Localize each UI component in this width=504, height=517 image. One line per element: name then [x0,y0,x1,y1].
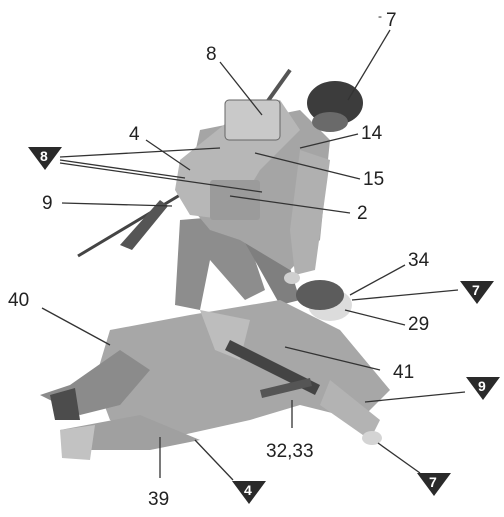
callout-39: 39 [148,489,169,510]
callout-40: 40 [8,290,29,311]
callout-32-33: 32,33 [266,441,314,462]
callout-7-top: 7 [386,10,397,31]
marker-triangle-7-bottom: 7 [417,473,451,496]
marker-4-label: 4 [244,482,252,498]
callout-4-top: 4 [129,124,140,145]
marker-8-label: 8 [40,148,48,164]
callout-2: 2 [357,203,368,224]
marker-triangle-9: 9 [466,377,500,400]
callout-29: 29 [408,314,429,335]
marker-9-label: 9 [478,378,486,394]
marker-7-mid-label: 7 [472,282,480,298]
callout-8-top: 8 [206,44,217,65]
callout-41: 41 [393,362,414,383]
stray-dash: - [378,9,382,23]
callout-14: 14 [361,123,383,144]
marker-triangle-8: 8 [28,147,62,170]
marker-triangle-7-mid: 7 [460,281,494,304]
figure-illustration [40,70,390,460]
marker-7-bottom-label: 7 [429,474,437,490]
callout-34: 34 [408,250,430,271]
callout-9-left: 9 [42,193,53,214]
marker-triangle-4: 4 [232,481,266,504]
callout-15: 15 [363,169,384,190]
